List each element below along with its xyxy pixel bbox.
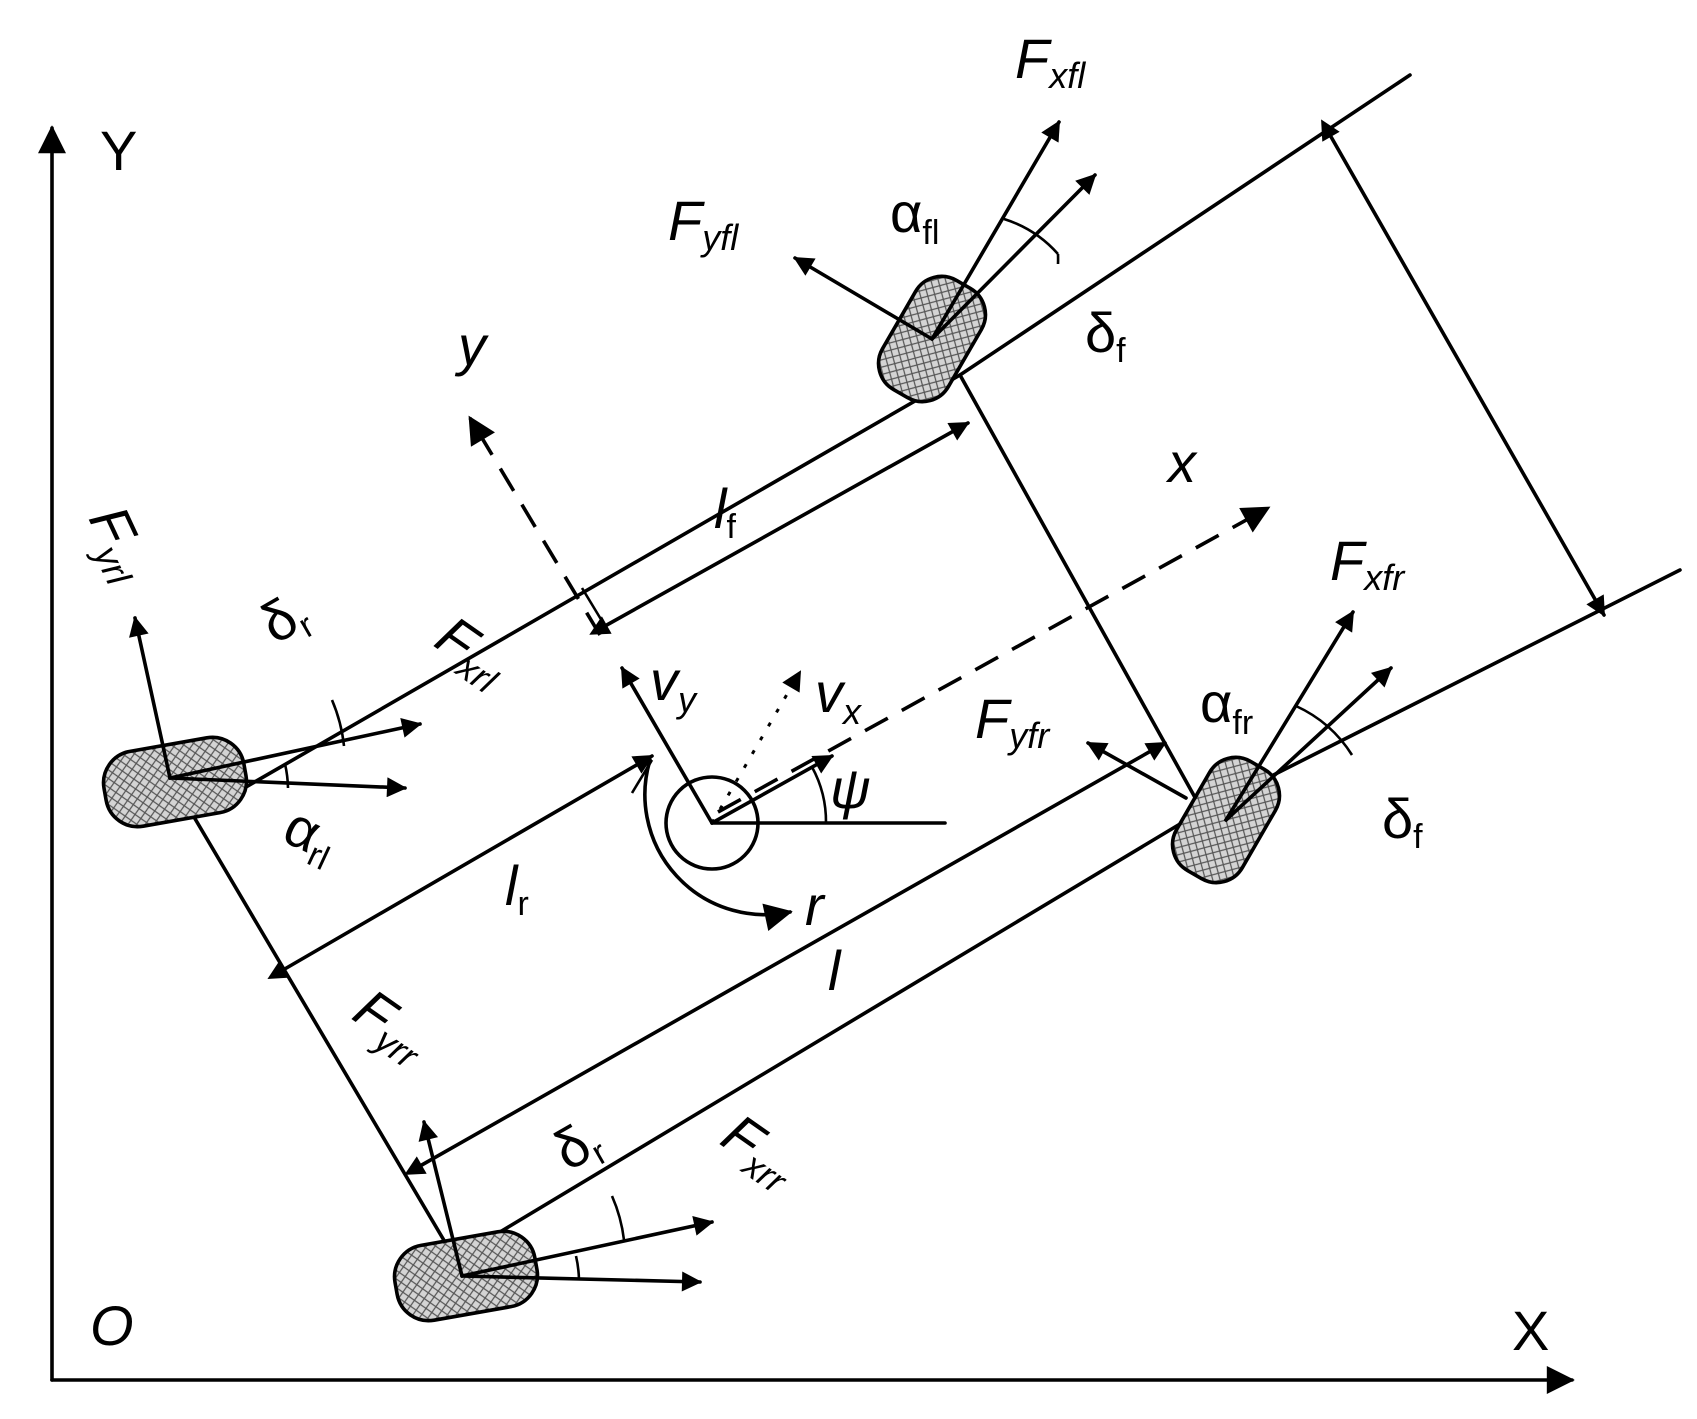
- Y-axis-label: Y: [100, 119, 137, 182]
- lf-tick: [580, 587, 607, 627]
- fr-velocity-arrow: [1224, 666, 1393, 822]
- delta-f-top-label: δf: [1085, 301, 1126, 370]
- rear-axle-line: [192, 815, 457, 1261]
- left-edge-extension: [958, 73, 1412, 377]
- rr-velocity-arrow: [460, 1271, 702, 1292]
- alpha-fl-label: αfl: [890, 181, 939, 252]
- lf-label: lf: [714, 477, 736, 546]
- Fyrl-label: Fyrl: [72, 496, 165, 592]
- length-dimensions: [267, 421, 1167, 1175]
- Fyfr-label: Fyfr: [975, 687, 1051, 756]
- Fxrr-arrow: [460, 1216, 714, 1278]
- alpha-rl-arc: [283, 763, 290, 789]
- l-label: l: [828, 939, 842, 1002]
- delta-r-rr-arc: [610, 1195, 626, 1241]
- Fxfr-label: Fxfr: [1330, 529, 1406, 598]
- vx-arrow: [710, 754, 834, 825]
- lr-dimension: [267, 754, 654, 980]
- body-y-axis: [468, 415, 602, 636]
- rear-left-wheel-group: [101, 616, 422, 829]
- r-label: r: [805, 874, 826, 937]
- vehicle-body: [192, 73, 1682, 1261]
- Fyfl-arrow: [793, 256, 934, 341]
- rear-left-wheel: [101, 735, 249, 829]
- body-right-edge: [453, 810, 1202, 1261]
- rear-right-wheel-group: [392, 1120, 714, 1323]
- psi-arc: [810, 766, 828, 824]
- delta-r-left-label: δr: [250, 580, 321, 661]
- yaw-rate-arc: [643, 758, 793, 931]
- X-axis-label: X: [1512, 1299, 1549, 1362]
- l-dimension: [404, 741, 1167, 1175]
- Fyfr-arrow: [1086, 741, 1188, 800]
- track-width-dimension: [1321, 119, 1606, 617]
- Fxrl-arrow: [168, 718, 422, 780]
- Fyrr-label: Fyrr: [340, 976, 444, 1077]
- alpha-fr-arc: [1295, 704, 1354, 756]
- lr-label: lr: [505, 854, 529, 923]
- vx-label: vx: [815, 661, 863, 732]
- alpha-rr-arc: [574, 1255, 581, 1281]
- Fyfl-label: Fyfl: [668, 189, 739, 258]
- Fxrl-label: Fxrl: [422, 603, 522, 702]
- delta-f-right-label: δf: [1382, 787, 1423, 856]
- psi-label: ψ: [830, 757, 871, 820]
- vy-arrow: [620, 666, 714, 825]
- front-right-wheel-group: [1086, 610, 1393, 885]
- vy-label: vy: [650, 649, 698, 720]
- alpha-fr-label: αfr: [1200, 671, 1253, 742]
- Fxfr-arrow: [1224, 610, 1355, 822]
- front-left-wheel-group: [793, 120, 1097, 404]
- cg-tick: [630, 759, 654, 794]
- Fxfl-label: Fxfl: [1015, 27, 1086, 96]
- lf-dimension: [589, 421, 970, 635]
- Fxfl-arrow: [930, 120, 1061, 341]
- delta-r-rl-arc: [330, 699, 346, 747]
- Fyrr-arrow: [418, 1120, 464, 1278]
- global-axes: [38, 125, 1575, 1394]
- body-x-axis: [717, 506, 1271, 814]
- center-of-gravity: [620, 666, 947, 931]
- velocity-dotted: [710, 670, 802, 824]
- origin-label: O: [90, 1294, 134, 1357]
- x-body-axis-label: x: [1165, 431, 1198, 494]
- Fyrl-arrow: [129, 616, 172, 780]
- Fxrr-label: Fxrr: [708, 1101, 812, 1202]
- y-body-axis-label: y: [454, 314, 489, 377]
- labels: Y X O y x Fxfl Fyfl αfl δf lf Fxfr Fyfr …: [72, 27, 1549, 1362]
- delta-r-bottom-label: δr: [543, 1107, 614, 1188]
- fl-velocity-arrow: [930, 173, 1097, 341]
- alpha-fl-arc: [1003, 217, 1059, 255]
- alpha-rl-label: αrl: [272, 794, 348, 878]
